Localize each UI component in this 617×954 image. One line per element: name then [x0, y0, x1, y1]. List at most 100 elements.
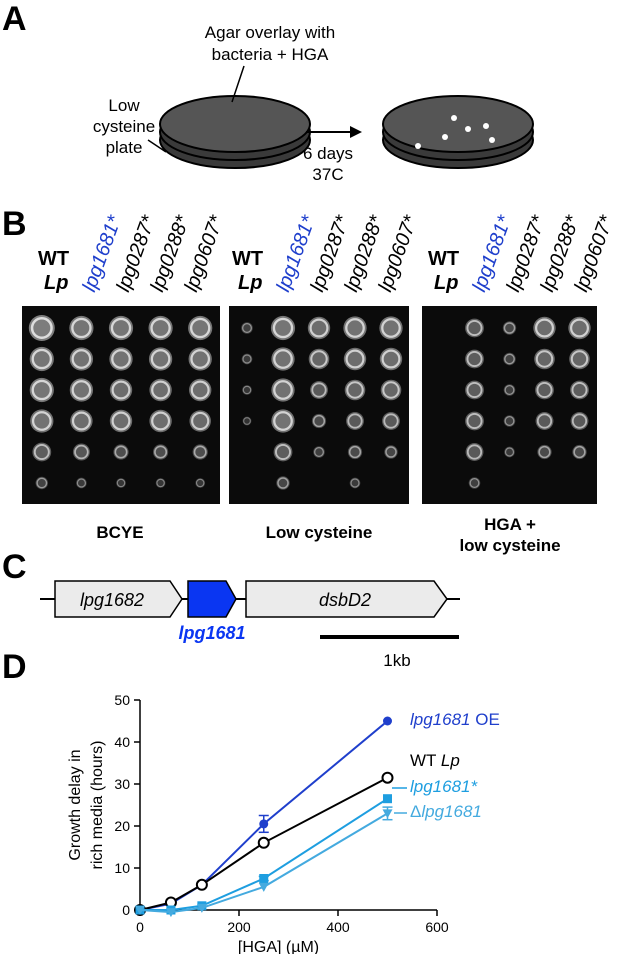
colony-spot	[189, 378, 212, 402]
plate-label-line1: Low	[108, 96, 140, 115]
gene-label-lpg1682: lpg1682	[80, 590, 144, 610]
colony-spot	[29, 346, 54, 372]
colony-spot	[568, 316, 591, 340]
colony-spot	[465, 380, 484, 400]
colony-spot	[69, 378, 94, 402]
colony-spot	[276, 476, 290, 490]
plate-low-cysteine	[229, 306, 409, 504]
condition-low-cysteine: Low cysteine	[265, 523, 373, 542]
data-point	[196, 903, 207, 913]
colony-spot	[502, 321, 517, 335]
colony-spot	[72, 443, 90, 461]
header-lp: Lp	[434, 272, 459, 294]
colony-spot	[382, 412, 400, 430]
colony-spot	[313, 446, 325, 458]
colony-spot	[113, 444, 129, 460]
plate-bcye	[22, 306, 220, 504]
series-wt-lp	[134, 771, 394, 916]
colony-spot	[307, 316, 331, 340]
colony-spot	[35, 476, 49, 490]
condition-hga-line1: HGA +	[484, 515, 536, 534]
colony-spot	[109, 409, 133, 433]
overlay-label-line1: Agar overlay with	[204, 23, 336, 42]
panel-letter-b: B	[2, 205, 27, 243]
colony-spot	[346, 412, 364, 430]
colony-spot	[149, 378, 172, 402]
header-lp: Lp	[44, 272, 69, 294]
condition-hga-line2: low cysteine	[459, 536, 561, 555]
plate-label-line2: cysteine	[92, 117, 156, 136]
colony-spot	[343, 316, 367, 340]
data-point	[383, 794, 392, 804]
y-axis-label: rich media (hours)	[89, 741, 106, 870]
colony-spot	[242, 385, 252, 395]
x-tick-label: 0	[136, 919, 144, 935]
data-point	[259, 819, 269, 829]
colony-spot	[188, 347, 212, 371]
y-tick-label: 40	[114, 734, 130, 750]
colony-spot	[76, 477, 87, 489]
colony-spot	[32, 442, 52, 462]
gene-lpg1681-arrow	[187, 580, 237, 618]
colony-spot	[271, 409, 295, 433]
colony-spot	[241, 322, 253, 334]
colony-spot	[503, 415, 516, 427]
panel-letter-a: A	[2, 0, 27, 38]
colony-spot	[148, 315, 173, 341]
plate-hga-low-cysteine	[422, 306, 597, 504]
colony-spot	[30, 409, 54, 433]
colony-spot	[69, 347, 94, 371]
colony-spot	[69, 315, 94, 341]
colony-spot	[534, 348, 555, 370]
plate-label-line3: plate	[105, 138, 143, 157]
colony-spot	[310, 381, 328, 399]
condition-bcye: BCYE	[96, 523, 144, 542]
legend-label: lpg1681 OE	[410, 710, 500, 729]
colony-spot	[273, 442, 293, 462]
colony-spot	[308, 348, 330, 370]
panel-a-diagram	[147, 65, 534, 169]
arrow-label-line1: 6 days	[302, 144, 354, 163]
y-axis-label: Growth delay in	[67, 749, 84, 860]
colony-spot	[192, 444, 208, 460]
colony-spot	[537, 444, 552, 460]
gene-dsbd2-arrow	[245, 580, 448, 618]
x-axis-label: [HGA] (µM)	[238, 939, 319, 954]
colony-spot	[379, 316, 403, 340]
colony-spot	[465, 349, 484, 369]
header-wt: WT	[38, 248, 70, 270]
colony-spot	[109, 347, 133, 371]
colony-spot	[535, 380, 554, 400]
series--lpg1681	[135, 806, 393, 918]
y-tick-label: 30	[114, 776, 130, 792]
x-tick-label: 600	[425, 919, 449, 935]
colony-spot	[384, 445, 398, 459]
colony-spot	[347, 444, 363, 460]
colony-spot	[468, 477, 481, 489]
colony-spot	[570, 380, 589, 400]
colony-spot	[242, 416, 252, 426]
overlay-label-line2: bacteria + HGA	[211, 45, 329, 64]
colony-spot	[503, 384, 516, 396]
colony-spot	[109, 378, 133, 402]
colony-spot	[569, 348, 590, 370]
panel-letter-d: D	[2, 648, 27, 686]
data-point	[258, 882, 269, 892]
colony-spot	[148, 347, 173, 371]
y-tick-label: 20	[114, 818, 130, 834]
series-lpg1681-	[135, 794, 392, 915]
colony-spot	[311, 413, 327, 429]
plate-pointer-line	[147, 139, 167, 153]
legend-label: WT Lp	[410, 751, 460, 770]
x-tick-label: 400	[326, 919, 350, 935]
overlay-pointer-line	[231, 65, 245, 103]
colony-spot	[270, 315, 296, 341]
legend-label: Δlpg1681	[410, 802, 482, 821]
gene-label-lpg1681: lpg1681	[178, 623, 245, 643]
data-point	[259, 874, 269, 883]
data-point	[382, 809, 393, 819]
colony-spot	[570, 412, 589, 430]
colony-spot	[189, 410, 211, 432]
panel-letter-c: C	[2, 548, 27, 586]
data-point	[195, 878, 208, 891]
